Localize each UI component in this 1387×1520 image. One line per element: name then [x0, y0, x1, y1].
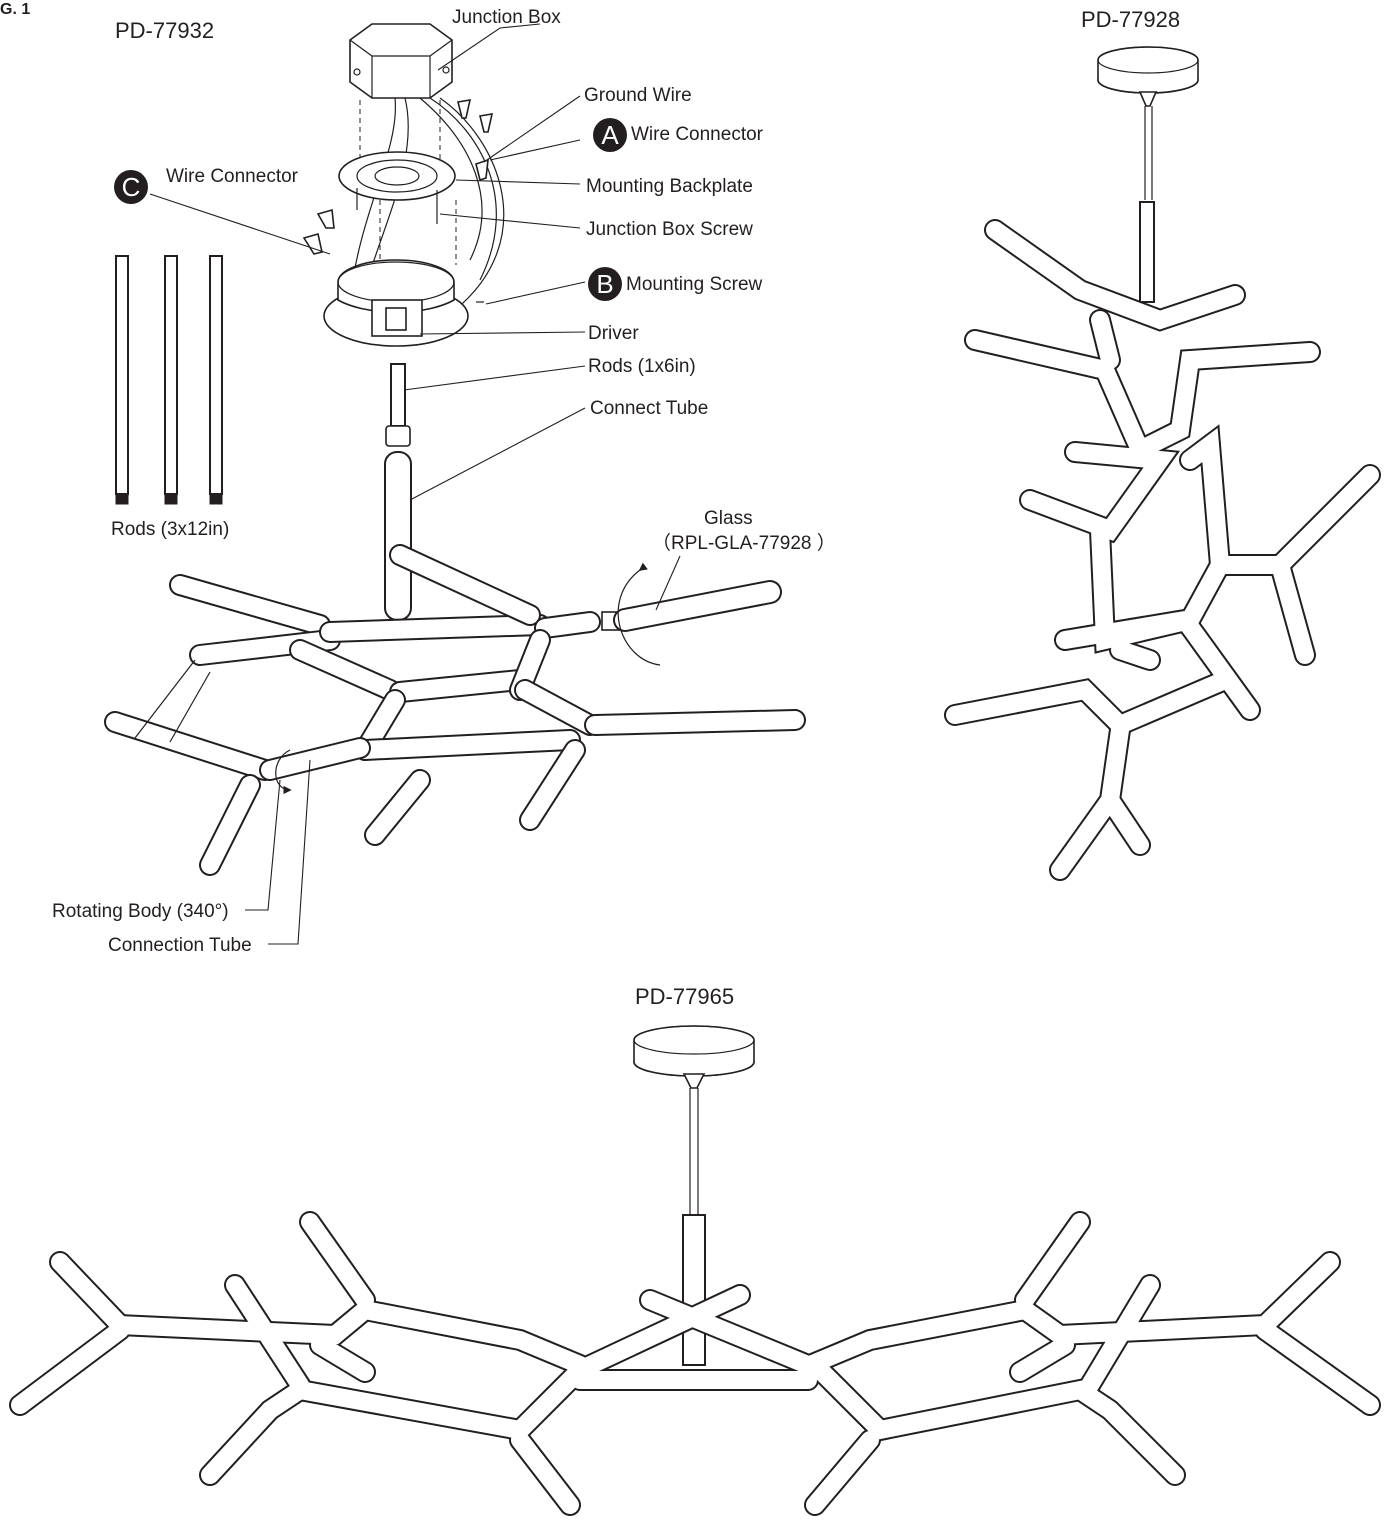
model-title-bottom: PD-77965: [635, 984, 735, 1009]
figure-label: G. 1: [0, 1, 31, 18]
label-rotating-body: Rotating Body (340°): [52, 901, 229, 922]
label-glass-part: （RPL-GLA-77928 ）: [652, 533, 836, 554]
label-driver: Driver: [588, 323, 639, 344]
label-ground-wire: Ground Wire: [584, 85, 692, 106]
label-rods-long: Rods (3x12in): [111, 519, 230, 540]
label-wire-connector-c: Wire Connector: [166, 166, 298, 187]
rotation-arrow-icon: [275, 749, 292, 795]
junction-box-icon: [349, 23, 453, 99]
left-fixture-arms: [51, 544, 806, 876]
badge-b: B: [588, 267, 622, 301]
glass-tube-icon: [601, 562, 782, 666]
model-title-right: PD-77928: [1081, 7, 1181, 32]
label-mounting-backplate: Mounting Backplate: [586, 176, 753, 197]
badge-c: C: [114, 170, 148, 204]
label-rods-short: Rods (1x6in): [588, 356, 696, 377]
badge-a: A: [593, 118, 627, 152]
driver-canopy-icon: [323, 259, 484, 347]
canopy-icon: [633, 1025, 755, 1089]
label-junction-box-screw: Junction Box Screw: [586, 219, 753, 240]
label-junction-box: Junction Box: [452, 7, 561, 28]
mounting-backplate-icon: [338, 151, 456, 224]
label-connect-tube: Connect Tube: [590, 398, 709, 419]
rod-icon: [115, 255, 223, 505]
wire-connector-icon: [302, 99, 494, 255]
canopy-icon: [1097, 46, 1199, 107]
label-glass: Glass: [704, 508, 753, 529]
label-mounting-screw: Mounting Screw: [626, 274, 763, 295]
label-wire-connector-a: Wire Connector: [631, 124, 763, 145]
bottom-fixture-arms: [9, 1211, 1381, 1516]
label-connection-tube: Connection Tube: [108, 935, 252, 956]
right-fixture-arms: [944, 219, 1381, 881]
model-title-left: PD-77932: [115, 18, 215, 43]
